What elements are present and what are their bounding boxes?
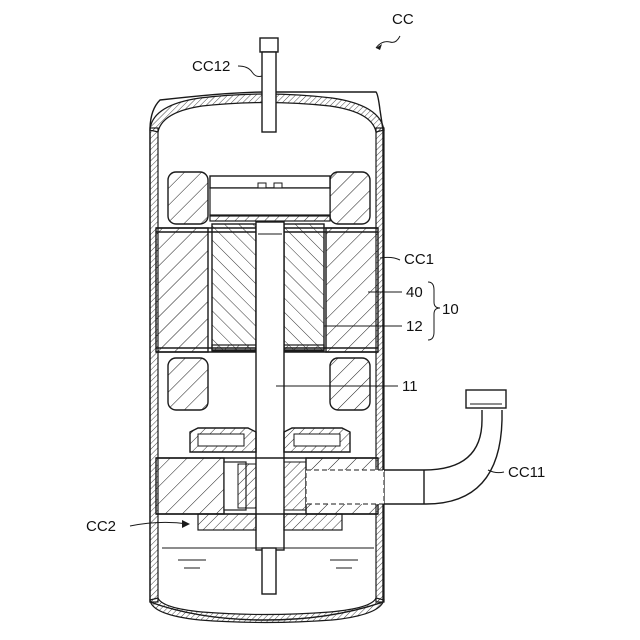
discharge-pipe <box>260 38 278 132</box>
casing-left-wall <box>150 128 158 602</box>
leader-cc2 <box>130 522 188 526</box>
label-11: 11 <box>402 378 418 395</box>
label-cc12: CC12 <box>192 58 230 75</box>
label-cc2: CC2 <box>86 518 116 535</box>
casing-right-wall <box>376 128 384 602</box>
shaft <box>256 222 284 594</box>
label-cc: CC <box>392 11 414 28</box>
upper-coil-end <box>168 172 370 224</box>
brace-10 <box>428 282 440 340</box>
label-40: 40 <box>406 284 423 301</box>
casing-bottom-dome <box>150 598 384 623</box>
label-12: 12 <box>406 318 423 335</box>
label-cc1: CC1 <box>404 251 434 268</box>
label-10: 10 <box>442 301 459 318</box>
leader-cc2-arrow <box>182 520 190 528</box>
label-cc11: CC11 <box>508 464 545 481</box>
leader-cc12 <box>238 66 262 77</box>
suction-pipe <box>384 390 506 504</box>
